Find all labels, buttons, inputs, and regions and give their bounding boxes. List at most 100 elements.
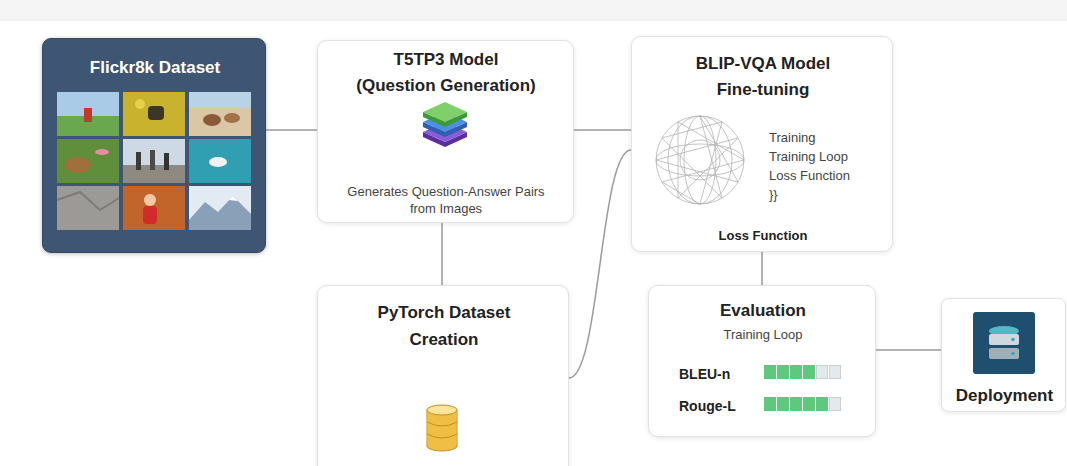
wireframe-sphere [656, 144, 744, 176]
box-title: BLIP-VQA Model Fine-tuning [678, 51, 848, 103]
photo-thumbnails [57, 139, 119, 183]
score-bars [764, 365, 841, 411]
score-bars [817, 366, 828, 379]
process-box: PyTorch Dataset Creation [317, 285, 569, 466]
step-line: Loss Function [769, 167, 887, 184]
connector-line [574, 129, 631, 131]
process-box: Deployment [941, 298, 1066, 412]
score-bars [816, 397, 828, 411]
score-bars [764, 365, 776, 379]
connector-line [761, 252, 763, 285]
photo-thumbnails [123, 186, 185, 230]
panel-title: Flickr8k Dataset [43, 57, 267, 79]
database-icon [427, 434, 457, 438]
photo-thumbnails [189, 186, 251, 230]
photo-thumbnails [189, 92, 251, 108]
photo-thumbnails [144, 194, 156, 206]
metric-name-slot: BLEU-n [679, 365, 759, 383]
photo-thumbnails [57, 92, 251, 230]
process-box: EvaluationTraining LoopBLEU-nRouge-L [648, 285, 876, 437]
process-box: T5TP3 Model (Question Generation) Generat… [317, 40, 574, 223]
score-bars [803, 397, 815, 411]
photo-thumbnails [150, 150, 155, 170]
top-band-line [0, 20, 1067, 21]
photo-thumbnails [57, 186, 119, 230]
score-bars [764, 397, 776, 411]
box-title-slot: Deployment [942, 385, 1067, 406]
server-icon [1011, 338, 1015, 342]
box-description: Generates Question-Answer Pairs from Ima… [340, 183, 552, 217]
server-icon [989, 334, 1019, 345]
layers-icon [423, 122, 467, 142]
wireframe-sphere [656, 116, 744, 204]
layers-icon [423, 102, 467, 122]
photo-thumbnails [57, 116, 119, 136]
server-icon [989, 348, 1019, 359]
photo-thumbnails [57, 192, 119, 210]
box-footer: Loss Function [632, 227, 894, 244]
photo-thumbnails [84, 108, 92, 122]
photo-thumbnails [203, 114, 221, 126]
wireframe-sphere [684, 116, 716, 204]
step-line: }} [769, 186, 887, 203]
layers-icon [423, 112, 467, 132]
score-bars [830, 398, 841, 411]
photo-thumbnails [229, 196, 238, 201]
box-description-slot: Generates Question-Answer Pairs from Ima… [340, 183, 552, 217]
box-title: Evaluation [649, 300, 877, 322]
photo-thumbnails [135, 99, 145, 109]
box-title-slot: BLIP-VQA Model Fine-tuning [678, 51, 848, 103]
database-icon [427, 441, 457, 451]
step-line-slot: Training Loop [769, 148, 887, 165]
top-band [0, 0, 1067, 20]
wireframe-sphere [656, 116, 744, 204]
metric-name-slot: Rouge-L [679, 397, 759, 415]
photo-thumbnails [65, 157, 91, 173]
server-icon [989, 326, 1019, 336]
connector-line [876, 349, 941, 351]
layers-icon [423, 122, 467, 137]
box-title-slot: Evaluation [649, 300, 877, 322]
photo-thumbnails [189, 92, 251, 136]
score-bars [830, 366, 841, 379]
step-line: Training [769, 129, 887, 146]
database-icon [427, 422, 457, 426]
wireframe-sphere [680, 140, 720, 180]
box-title: Deployment [942, 385, 1067, 406]
box-title-slot: PyTorch Dataset Creation [344, 299, 544, 353]
photo-thumbnails [164, 153, 169, 170]
dataset-panel: Flickr8k Dataset [42, 38, 266, 253]
box-title-slot: T5TP3 Model (Question Generation) [354, 47, 538, 99]
photo-thumbnails [123, 165, 185, 183]
server-icon [973, 312, 1035, 374]
database-icon [427, 410, 457, 446]
layers-icon [423, 102, 467, 147]
score-bars [803, 365, 815, 379]
layers-icon [423, 132, 467, 147]
metric-name: Rouge-L [679, 397, 759, 415]
database-icon [427, 405, 457, 415]
box-subtitle-slot: Training Loop [649, 326, 877, 343]
box-title: PyTorch Dataset Creation [344, 299, 544, 353]
box-footer-slot: Loss Function [632, 227, 894, 244]
metric-name: BLEU-n [679, 365, 759, 383]
photo-thumbnails [189, 139, 251, 183]
photo-thumbnails [189, 196, 251, 230]
layers-icon [423, 112, 467, 127]
box-title: T5TP3 Model (Question Generation) [354, 47, 538, 99]
photo-thumbnails [224, 113, 240, 123]
score-bars [777, 397, 789, 411]
photo-thumbnails [209, 157, 227, 167]
photo-thumbnails [95, 149, 109, 155]
photo-thumbnails [136, 152, 141, 170]
wireframe-sphere [668, 116, 732, 204]
process-box: BLIP-VQA Model Fine-tuningTrainingTraini… [631, 36, 893, 252]
photo-thumbnails [123, 92, 185, 136]
step-line-slot: }} [769, 186, 887, 203]
database-icon [427, 405, 457, 451]
step-line-slot: Training [769, 129, 887, 146]
photo-thumbnails [57, 92, 119, 136]
step-line: Training Loop [769, 148, 887, 165]
score-bars [790, 397, 802, 411]
